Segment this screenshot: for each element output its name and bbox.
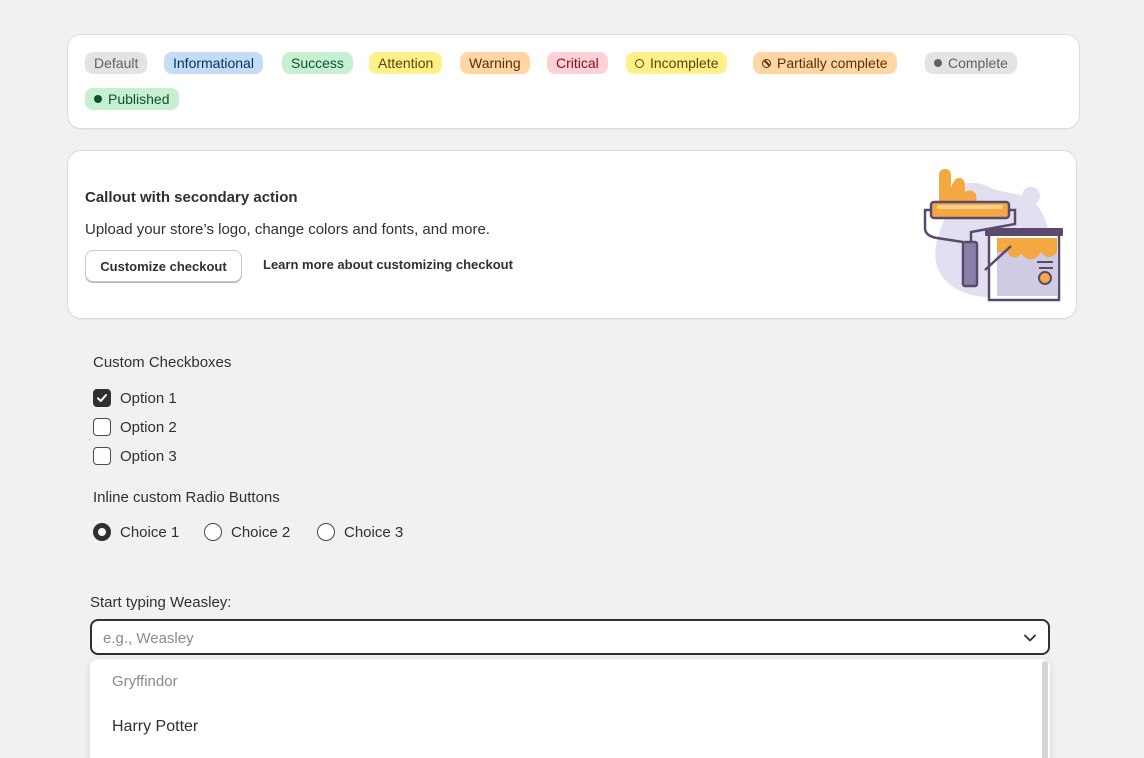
paint-roller-illustration	[923, 169, 1063, 302]
checkbox-label: Option 1	[120, 389, 177, 407]
badge-partially-complete: Partially complete	[753, 52, 897, 74]
radio-label: Choice 3	[344, 523, 404, 541]
radio-choice-1[interactable]: Choice 1	[93, 523, 179, 541]
badge-critical: Critical	[547, 52, 608, 74]
badge-attention: Attention	[369, 52, 443, 74]
badges-card: Default Informational Success Attention …	[67, 34, 1080, 129]
checkbox-label: Option 2	[120, 418, 177, 436]
radio-choice-2[interactable]: Choice 2	[204, 523, 290, 541]
weasley-search-input[interactable]	[103, 627, 1003, 649]
combobox-dropdown: Gryffindor Harry Potter	[90, 659, 1050, 758]
radio-choice-3[interactable]: Choice 3	[317, 523, 403, 541]
published-dot-icon	[94, 95, 102, 103]
checkbox-option-3[interactable]: Option 3	[93, 447, 177, 465]
badge-label: Critical	[556, 55, 599, 71]
checkbox-unchecked[interactable]	[93, 447, 111, 465]
combobox-label: Start typing Weasley:	[90, 594, 232, 611]
complete-dot-icon	[934, 59, 942, 67]
badge-label: Warning	[469, 55, 521, 71]
badge-label: Incomplete	[650, 55, 719, 71]
badge-default: Default	[85, 52, 148, 74]
badge-label: Success	[291, 55, 344, 71]
callout-card: Callout with secondary action Upload you…	[67, 150, 1077, 319]
radio-label: Choice 1	[120, 523, 180, 541]
radio-label: Choice 2	[231, 523, 291, 541]
badge-label: Partially complete	[777, 55, 888, 71]
weasley-combobox[interactable]	[90, 619, 1050, 655]
checkboxes-title: Custom Checkboxes	[93, 354, 232, 371]
partial-complete-icon	[762, 58, 771, 68]
radio-unselected[interactable]	[317, 523, 335, 541]
incomplete-ring-icon	[635, 58, 644, 68]
badge-label: Default	[94, 55, 139, 71]
checkbox-checked[interactable]	[93, 389, 111, 407]
callout-title: Callout with secondary action	[85, 189, 298, 206]
badge-label: Complete	[948, 55, 1008, 71]
radio-selected[interactable]	[93, 523, 111, 541]
badge-informational: Informational	[164, 52, 263, 74]
badge-label: Published	[108, 91, 170, 107]
checkmark-icon	[97, 394, 107, 402]
badge-label: Informational	[173, 55, 254, 71]
checkbox-option-1[interactable]: Option 1	[93, 389, 177, 407]
customize-checkout-button[interactable]: Customize checkout	[85, 250, 242, 282]
learn-more-link[interactable]: Learn more about customizing checkout	[263, 257, 513, 272]
callout-body: Upload your store’s logo, change colors …	[85, 221, 490, 238]
badge-incomplete: Incomplete	[626, 52, 728, 74]
chevron-down-icon[interactable]	[1022, 630, 1038, 646]
badge-published: Published	[85, 88, 179, 110]
badge-label: Attention	[378, 55, 434, 71]
radios-title: Inline custom Radio Buttons	[93, 489, 280, 506]
dropdown-option[interactable]: Harry Potter	[112, 718, 199, 735]
dropdown-group-label: Gryffindor	[112, 673, 178, 690]
dropdown-scrollbar[interactable]	[1042, 661, 1048, 758]
radio-unselected[interactable]	[204, 523, 222, 541]
checkbox-option-2[interactable]: Option 2	[93, 418, 177, 436]
badge-complete: Complete	[925, 52, 1017, 74]
badge-warning: Warning	[460, 52, 530, 74]
badge-success: Success	[282, 52, 353, 74]
checkbox-label: Option 3	[120, 447, 177, 465]
checkbox-unchecked[interactable]	[93, 418, 111, 436]
